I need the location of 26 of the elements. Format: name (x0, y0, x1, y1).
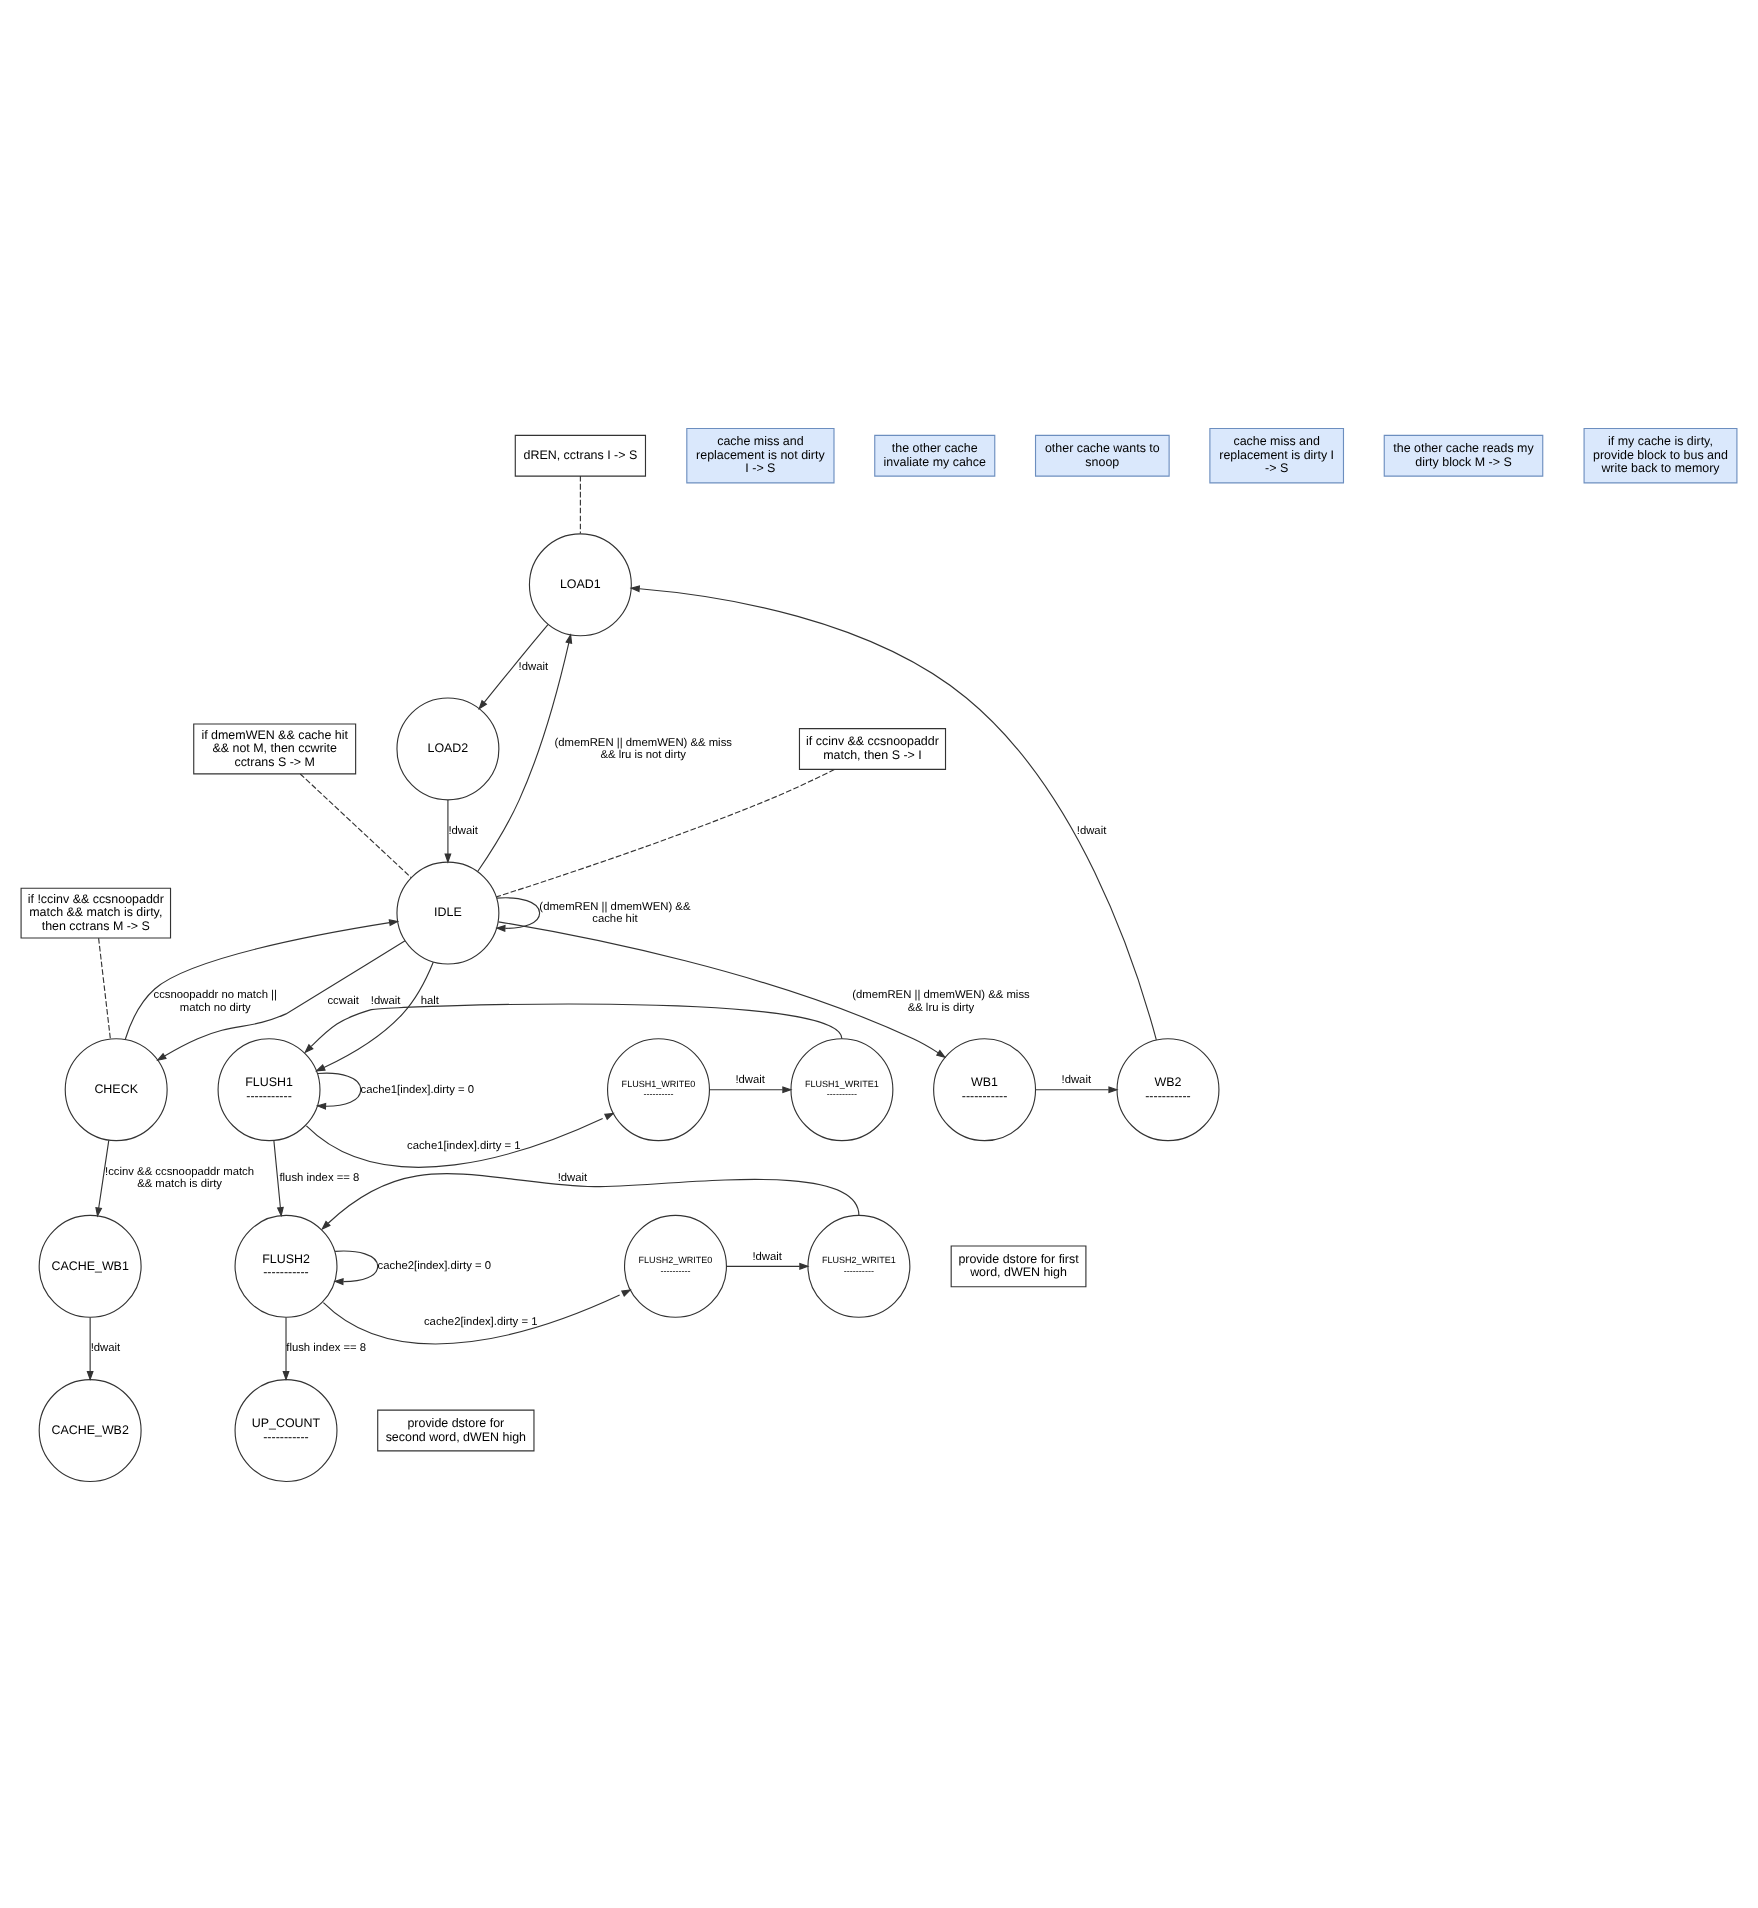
arrow (304, 1002, 843, 1053)
arrow (315, 960, 434, 1071)
arrow (315, 1071, 362, 1109)
arrow (333, 1249, 379, 1285)
arrow (478, 623, 549, 709)
arrow (709, 1085, 793, 1093)
connector (299, 772, 412, 878)
connector (98, 936, 111, 1039)
arrow (477, 632, 573, 872)
arrow (322, 1288, 632, 1344)
arrow (321, 1172, 860, 1230)
arrow (495, 896, 541, 931)
arrow (1035, 1085, 1119, 1093)
arrow (305, 1111, 615, 1167)
arrow (282, 1315, 290, 1381)
arrow (444, 798, 452, 863)
arrow (497, 920, 947, 1058)
arrow (726, 1261, 810, 1269)
connector (579, 474, 581, 534)
arrow (86, 1315, 94, 1381)
arrow (124, 918, 400, 1040)
arrow (156, 939, 406, 1061)
arrow (273, 1139, 284, 1217)
arrow (629, 584, 1157, 1040)
connector (495, 768, 835, 897)
arrow (95, 1138, 110, 1217)
